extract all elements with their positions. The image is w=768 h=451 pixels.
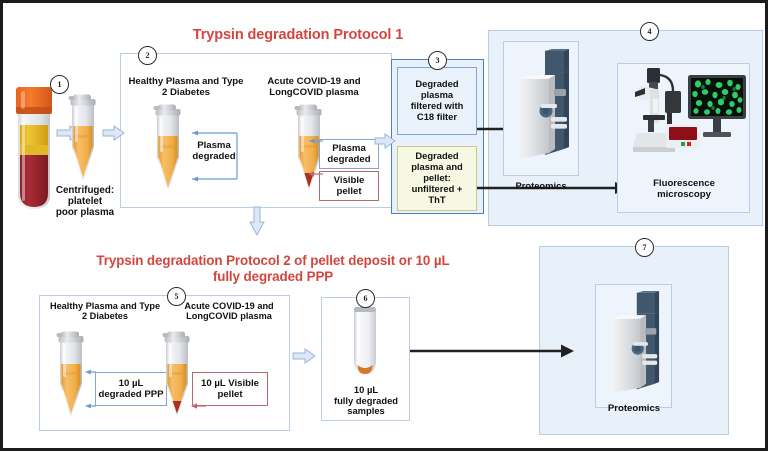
protocol-2-title: Trypsin degradation Protocol 2 of pellet… — [63, 253, 483, 285]
step-badge-2: 2 — [138, 46, 157, 65]
step-2-right-label-line-2: LongCOVID plasma — [269, 86, 359, 98]
step-2-pellet-callout: Visible pellet — [319, 171, 379, 201]
mass-spectrometer-icon-bottom — [603, 291, 665, 395]
step-2-left-callout-line-2: degraded — [192, 150, 236, 162]
step-5-right-callout-leader — [189, 401, 207, 411]
step-2-right-callout-line-1: Plasma — [332, 142, 366, 154]
fluorescence-microscopy-label: Fluorescence microscopy — [634, 178, 734, 201]
proteomics-label-bottom: Proteomics — [607, 403, 661, 414]
step-5-right-label: Acute COVID-19 and LongCOVID plasma — [170, 301, 288, 322]
step-2-pellet-callout-line-2: pellet — [336, 186, 362, 197]
step-badge-1: 1 — [50, 75, 69, 94]
step-5-right-label-line-1: Acute COVID-19 and — [184, 301, 274, 311]
step-2-right-callout: Plasma degraded — [319, 139, 379, 169]
step-badge-3: 3 — [428, 51, 447, 70]
protocol-1-title: Trypsin degradation Protocol 1 — [192, 27, 404, 43]
step-5-right-label-line-2: LongCOVID plasma — [186, 311, 272, 322]
arrow-tube1-to-panel2 — [102, 125, 125, 141]
centrifuged-plasma-tube — [65, 89, 101, 185]
step-3-unfiltered-line-5: ThT — [428, 193, 446, 205]
step-2-left-callout-bracket — [182, 130, 238, 182]
fluorescence-label-line-2: microscopy — [657, 188, 711, 200]
step-2-left-label: Healthy Plasma and Type 2 Diabetes — [122, 76, 250, 99]
step-2-healthy-plasma-tube — [150, 99, 186, 195]
step-badge-5: 5 — [167, 287, 186, 306]
protocol-2-title-line-1: Trypsin degradation Protocol 2 of pellet… — [96, 253, 450, 268]
step-2-covid-plasma-tube — [291, 99, 327, 195]
step-6-caption-line-2: fully degraded — [333, 394, 399, 406]
arrow-panel2-to-panel3 — [374, 133, 396, 149]
step-3-filtered-box: Degraded plasma filtered with C18 filter — [397, 67, 477, 135]
step-5-left-callout-line-2: degraded PPP — [98, 389, 164, 400]
step-3-filtered-line-2: plasma — [420, 89, 454, 101]
step-6-caption-line-3: samples — [347, 405, 385, 417]
step-2-left-label-line-2: 2 Diabetes — [162, 86, 210, 98]
step-6-degraded-sample-tube — [346, 303, 384, 381]
step-5-right-callout-line-2: pellet — [217, 389, 243, 400]
step-1-caption: Centrifuged: platelet poor plasma — [37, 185, 133, 218]
arrow-panel5-to-panel6 — [292, 348, 316, 364]
step-2-pellet-callout-line-1: Visible — [333, 174, 365, 186]
step-6-caption: 10 µL fully degraded samples — [323, 384, 409, 417]
step-2-left-label-line-1: Healthy Plasma and Type — [128, 76, 244, 87]
panel-step-5 — [39, 295, 290, 431]
arrow-panel2-to-protocol2 — [249, 206, 265, 237]
step-2-right-label-line-1: Acute COVID-19 and — [267, 76, 361, 87]
step-5-covid-plasma-tube — [159, 328, 195, 420]
step-3-unfiltered-line-1: Degraded — [415, 150, 459, 162]
fluorescence-label-line-1: Fluorescence — [653, 178, 715, 189]
step-5-right-callout-line-1: 10 µL Visible — [201, 377, 259, 389]
step-2-left-callout: Plasma degraded — [189, 140, 239, 163]
blood-collection-tube — [15, 83, 53, 211]
proteomics-label-top: Proteomics — [515, 180, 567, 191]
step-3-filtered-line-3: filtered with — [410, 100, 464, 111]
step-badge-7: 7 — [635, 238, 654, 257]
mass-spectrometer-icon — [511, 49, 573, 161]
step-3-unfiltered-line-4: unfiltered + — [411, 182, 463, 194]
arrow-panel6-to-proteomics — [410, 344, 575, 358]
step-5-left-label-line-2: 2 Diabetes — [82, 311, 128, 322]
step-3-unfiltered-box: Degraded plasma and pellet: unfiltered +… — [397, 146, 477, 211]
step-5-healthy-plasma-tube — [53, 328, 89, 420]
step-2-right-label: Acute COVID-19 and LongCOVID plasma — [254, 76, 374, 99]
step-2-right-callout-line-2: degraded — [327, 154, 371, 165]
step-5-right-callout: 10 µL Visible pellet — [192, 372, 268, 406]
step-3-filtered-line-1: Degraded — [415, 78, 459, 90]
step-6-caption-line-1: 10 µL — [353, 384, 379, 395]
step-1-caption-line-2: platelet — [67, 196, 103, 208]
step-1-caption-line-3: poor plasma — [55, 207, 115, 219]
fluorescence-microscope-icon — [623, 67, 700, 155]
step-5-left-label: Healthy Plasma and Type 2 Diabetes — [41, 301, 169, 322]
step-5-left-callout-line-1: 10 µL — [118, 377, 144, 389]
step-3-unfiltered-line-2: plasma and — [411, 161, 463, 173]
step-5-left-callout: 10 µL degraded PPP — [95, 372, 167, 406]
step-3-unfiltered-line-3: pellet: — [423, 172, 451, 184]
step-2-pellet-callout-leader — [306, 169, 324, 179]
step-2-left-callout-line-1: Plasma — [197, 140, 231, 151]
step-badge-4: 4 — [640, 22, 659, 41]
protocol-2-title-line-2: fully degraded PPP — [212, 268, 334, 284]
step-2-right-callout-leader — [308, 136, 324, 146]
step-badge-6: 6 — [356, 289, 375, 308]
step-1-caption-line-1: Centrifuged: — [55, 185, 115, 196]
step-3-filtered-line-4: C18 filter — [416, 110, 458, 122]
step-5-left-label-line-1: Healthy Plasma and Type — [49, 301, 161, 311]
fluorescence-monitor-icon — [688, 75, 748, 145]
step-5-left-callout-bracket — [83, 369, 97, 409]
